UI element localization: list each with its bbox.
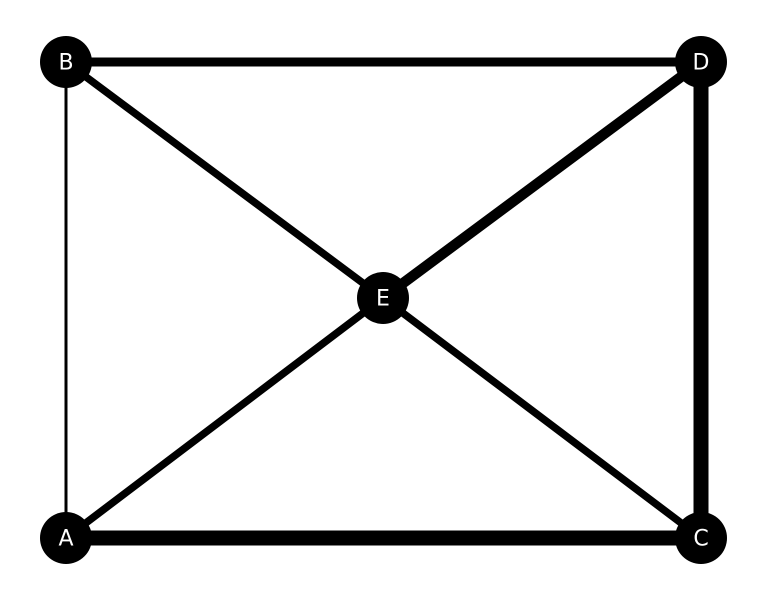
edge-d-e (377, 56, 707, 304)
node-circle (40, 36, 92, 88)
edge-b-e (62, 58, 387, 302)
node-label: D (693, 51, 710, 76)
edge-e-c (379, 294, 705, 542)
node-circle (357, 272, 409, 324)
node-circle (40, 512, 92, 564)
node-label: A (58, 527, 73, 552)
node-c: C (675, 512, 727, 564)
node-label: B (58, 51, 73, 76)
edge-a-e (62, 294, 387, 542)
node-circle (675, 36, 727, 88)
node-a: A (40, 512, 92, 564)
node-e: E (357, 272, 409, 324)
node-b: B (40, 36, 92, 88)
edges-layer (58, 54, 709, 546)
nodes-layer: B D E A C (40, 36, 727, 564)
node-d: D (675, 36, 727, 88)
node-label: C (693, 527, 708, 552)
node-circle (675, 512, 727, 564)
node-label: E (376, 287, 390, 312)
